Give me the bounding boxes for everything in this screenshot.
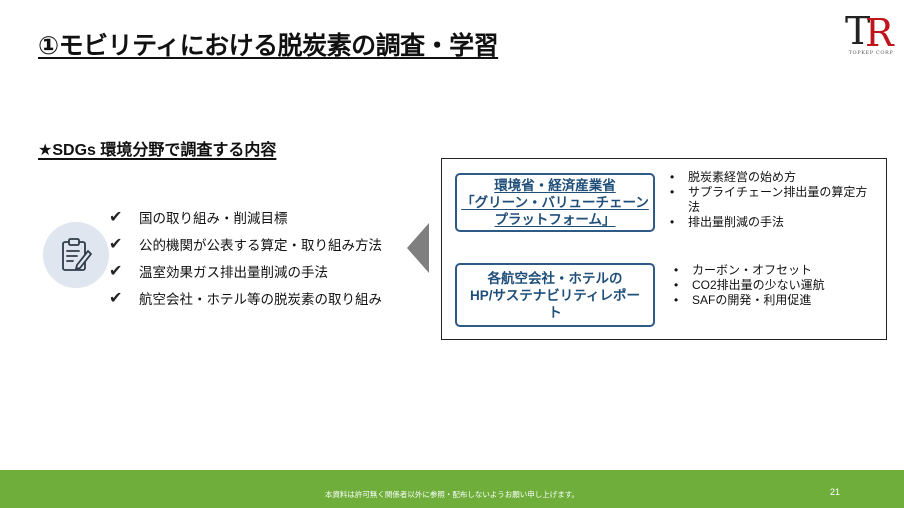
- source-topics-list: カーボン・オフセット CO2排出量の少ない運航 SAFの開発・利用促進: [672, 263, 890, 308]
- research-topic-list: ✔ 国の取り組み・削減目標 ✔ 公的機関が公表する算定・取り組み方法 ✔ 温室効…: [109, 203, 382, 311]
- check-icon: ✔: [109, 289, 123, 307]
- list-item: 脱炭素経営の始め方: [668, 170, 890, 185]
- page-number: 21: [829, 487, 840, 497]
- logo-subtitle: TOPKEP CORP: [848, 50, 894, 56]
- source-name-line: 環境省・経済産業省: [494, 178, 616, 193]
- list-item: 排出量削減の手法: [668, 215, 890, 230]
- list-item: CO2排出量の少ない運航: [672, 278, 890, 293]
- source-name-line: 各航空会社・ホテルの: [487, 270, 623, 286]
- list-item-label: 温室効果ガス排出量削減の手法: [139, 264, 328, 280]
- source-name-line: HP/サステナビリティレポー: [470, 287, 640, 303]
- bullet-text: CO2排出量の少ない運航: [692, 278, 825, 292]
- check-icon: ✔: [109, 235, 123, 253]
- list-item-label: 航空会社・ホテル等の脱炭素の取り組み: [139, 291, 382, 307]
- list-item: ✔ 温室効果ガス排出量削減の手法: [109, 257, 382, 284]
- list-item: ✔ 公的機関が公表する算定・取り組み方法: [109, 230, 382, 257]
- bullet-text: 脱炭素経営の始め方: [688, 170, 797, 184]
- bullet-text: カーボン・オフセット: [692, 263, 813, 277]
- company-logo: T R: [845, 9, 895, 52]
- bullet-text: SAFの開発・利用促進: [692, 293, 812, 307]
- list-item: SAFの開発・利用促進: [672, 293, 890, 308]
- check-icon: ✔: [109, 208, 123, 226]
- footer-bar: [0, 470, 904, 508]
- bullet-text-continuation: 法: [688, 200, 701, 214]
- list-item: カーボン・オフセット: [672, 263, 890, 278]
- source-name-line: 「グリーン・バリューチェーン: [461, 195, 649, 210]
- logo-letter-t: T: [845, 9, 870, 52]
- clipboard-icon-badge: [43, 222, 109, 288]
- list-item: ✔ 航空会社・ホテル等の脱炭素の取り組み: [109, 284, 382, 311]
- triangle-left-icon: [407, 223, 429, 273]
- clipboard-edit-icon: [62, 238, 92, 271]
- page-title: ①モビリティにおける脱炭素の調査・学習: [38, 32, 499, 60]
- logo-letter-r: R: [865, 11, 895, 52]
- source-box-moe-meti: 環境省・経済産業省 「グリーン・バリューチェーン プラットフォーム」: [455, 173, 655, 232]
- check-icon: ✔: [109, 262, 123, 280]
- source-name-line: ト: [548, 304, 562, 320]
- confidentiality-notice: 本資料は許可無く関係者以外に参照・配布しないようお願い申し上げます。: [324, 490, 580, 499]
- list-item-label: 公的機関が公表する算定・取り組み方法: [139, 237, 382, 253]
- bullet-text: サプライチェーン排出量の算定方: [688, 185, 868, 199]
- list-item: ✔ 国の取り組み・削減目標: [109, 203, 382, 230]
- section-heading: ★SDGs 環境分野で調査する内容: [38, 142, 277, 159]
- bullet-text: 排出量削減の手法: [688, 215, 785, 229]
- source-box-airlines-hotels: 各航空会社・ホテルの HP/サステナビリティレポー ト: [455, 263, 655, 327]
- source-name-line: プラットフォーム」: [494, 212, 616, 227]
- list-item-label: 国の取り組み・削減目標: [139, 210, 288, 226]
